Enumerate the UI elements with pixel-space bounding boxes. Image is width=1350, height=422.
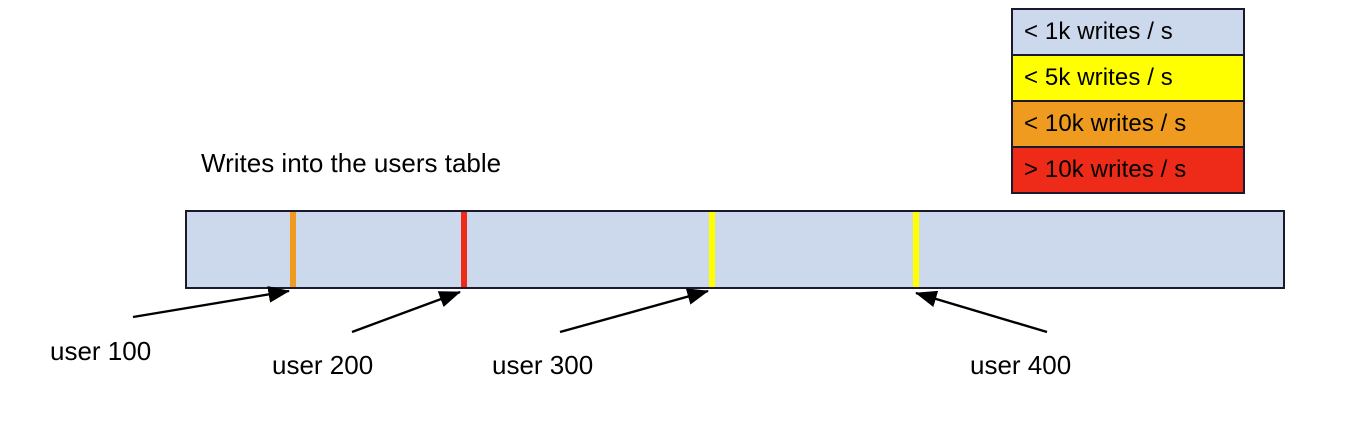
- legend-label: > 10k writes / s: [1024, 156, 1187, 183]
- bar-marker-user-300: [709, 212, 715, 287]
- legend-row-under-1k: < 1k writes / s: [1013, 10, 1243, 56]
- chart-title: Writes into the users table: [201, 148, 502, 178]
- users-table-bar: [185, 210, 1285, 289]
- legend: < 1k writes / s < 5k writes / s < 10k wr…: [1011, 8, 1245, 194]
- callout-label-user-100: user 100: [50, 336, 152, 366]
- legend-label: < 1k writes / s: [1024, 18, 1173, 45]
- callout-arrow: [559, 288, 709, 334]
- callout-arrow: [915, 290, 1048, 334]
- callout-label-user-400: user 400: [970, 350, 1072, 380]
- bar-marker-user-400: [913, 212, 919, 287]
- legend-row-under-10k: < 10k writes / s: [1013, 102, 1243, 148]
- callout-arrow: [132, 286, 290, 319]
- legend-label: < 5k writes / s: [1024, 64, 1173, 91]
- bar-marker-user-100: [290, 212, 296, 287]
- callout-arrow: [351, 290, 461, 334]
- callout-label-user-200: user 200: [272, 350, 374, 380]
- legend-row-over-10k: > 10k writes / s: [1013, 148, 1243, 192]
- callout-label-user-300: user 300: [492, 350, 594, 380]
- bar-marker-user-200: [461, 212, 467, 287]
- legend-row-under-5k: < 5k writes / s: [1013, 56, 1243, 102]
- legend-label: < 10k writes / s: [1024, 110, 1187, 137]
